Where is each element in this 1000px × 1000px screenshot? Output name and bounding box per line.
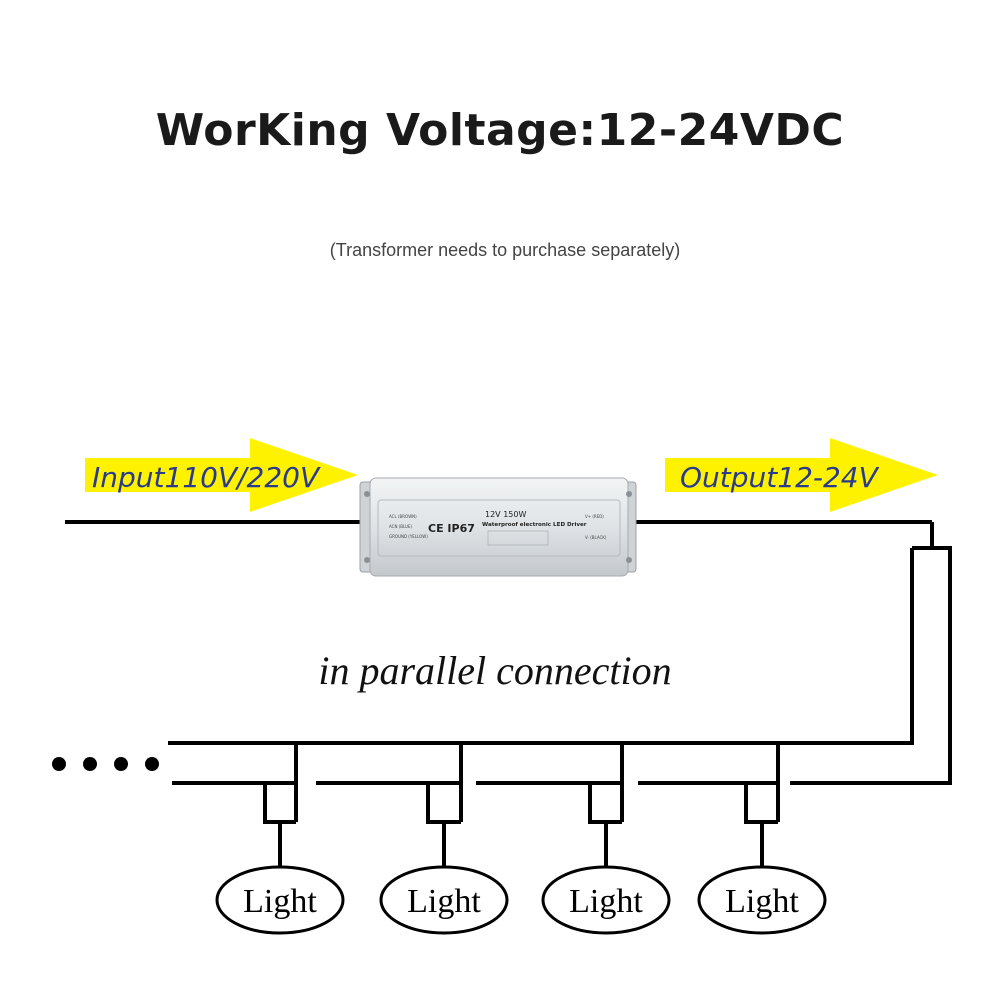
driver-input-wire-1: ACL (BROWN)	[389, 514, 417, 519]
light-tap: Light	[379, 743, 509, 935]
driver-certification: CE IP67	[428, 522, 475, 535]
caption: in parallel connection	[318, 648, 671, 693]
title: WorKing Voltage:12-24VDC	[155, 105, 845, 156]
light-label: Light	[243, 883, 317, 920]
light-tap: Light	[697, 743, 827, 935]
light-tap: Light	[215, 743, 345, 935]
driver-name: Waterproof electronic LED Driver	[482, 522, 587, 528]
light-bulb-outline	[697, 865, 827, 935]
light-label: Light	[725, 883, 799, 920]
input-label: Input110V/220V	[92, 461, 321, 494]
light-label: Light	[407, 883, 481, 920]
input-arrow: Input110V/220V	[85, 438, 358, 512]
light-tap: Light	[541, 743, 671, 935]
light-taps: Light Light Light Light	[215, 743, 827, 935]
driver-output-wire-2: V- (BLACK)	[585, 535, 607, 540]
supply-wires	[65, 520, 952, 785]
driver-input-wire-2: ACN (BLUE)	[389, 524, 413, 529]
input-arrow-shape	[85, 438, 358, 512]
light-label: Light	[569, 883, 643, 920]
light-bulb-outline	[215, 865, 345, 935]
output-arrow: Output12-24V	[665, 438, 938, 512]
driver-input-wire-3: GROUND (YELLOW)	[389, 534, 428, 539]
driver-rating: 12V 150W	[485, 510, 526, 519]
light-bulb-outline	[379, 865, 509, 935]
output-label: Output12-24V	[680, 461, 880, 494]
continuation-dots	[52, 757, 159, 771]
output-arrow-shape	[665, 438, 938, 512]
driver-output-wire-1: V+ (RED)	[585, 514, 604, 519]
subtitle: (Transformer needs to purchase separatel…	[329, 240, 681, 260]
light-bulb-outline	[541, 865, 671, 935]
led-driver: CE IP67 12V 150W Waterproof electronic L…	[359, 477, 637, 577]
driver-body	[369, 477, 629, 577]
